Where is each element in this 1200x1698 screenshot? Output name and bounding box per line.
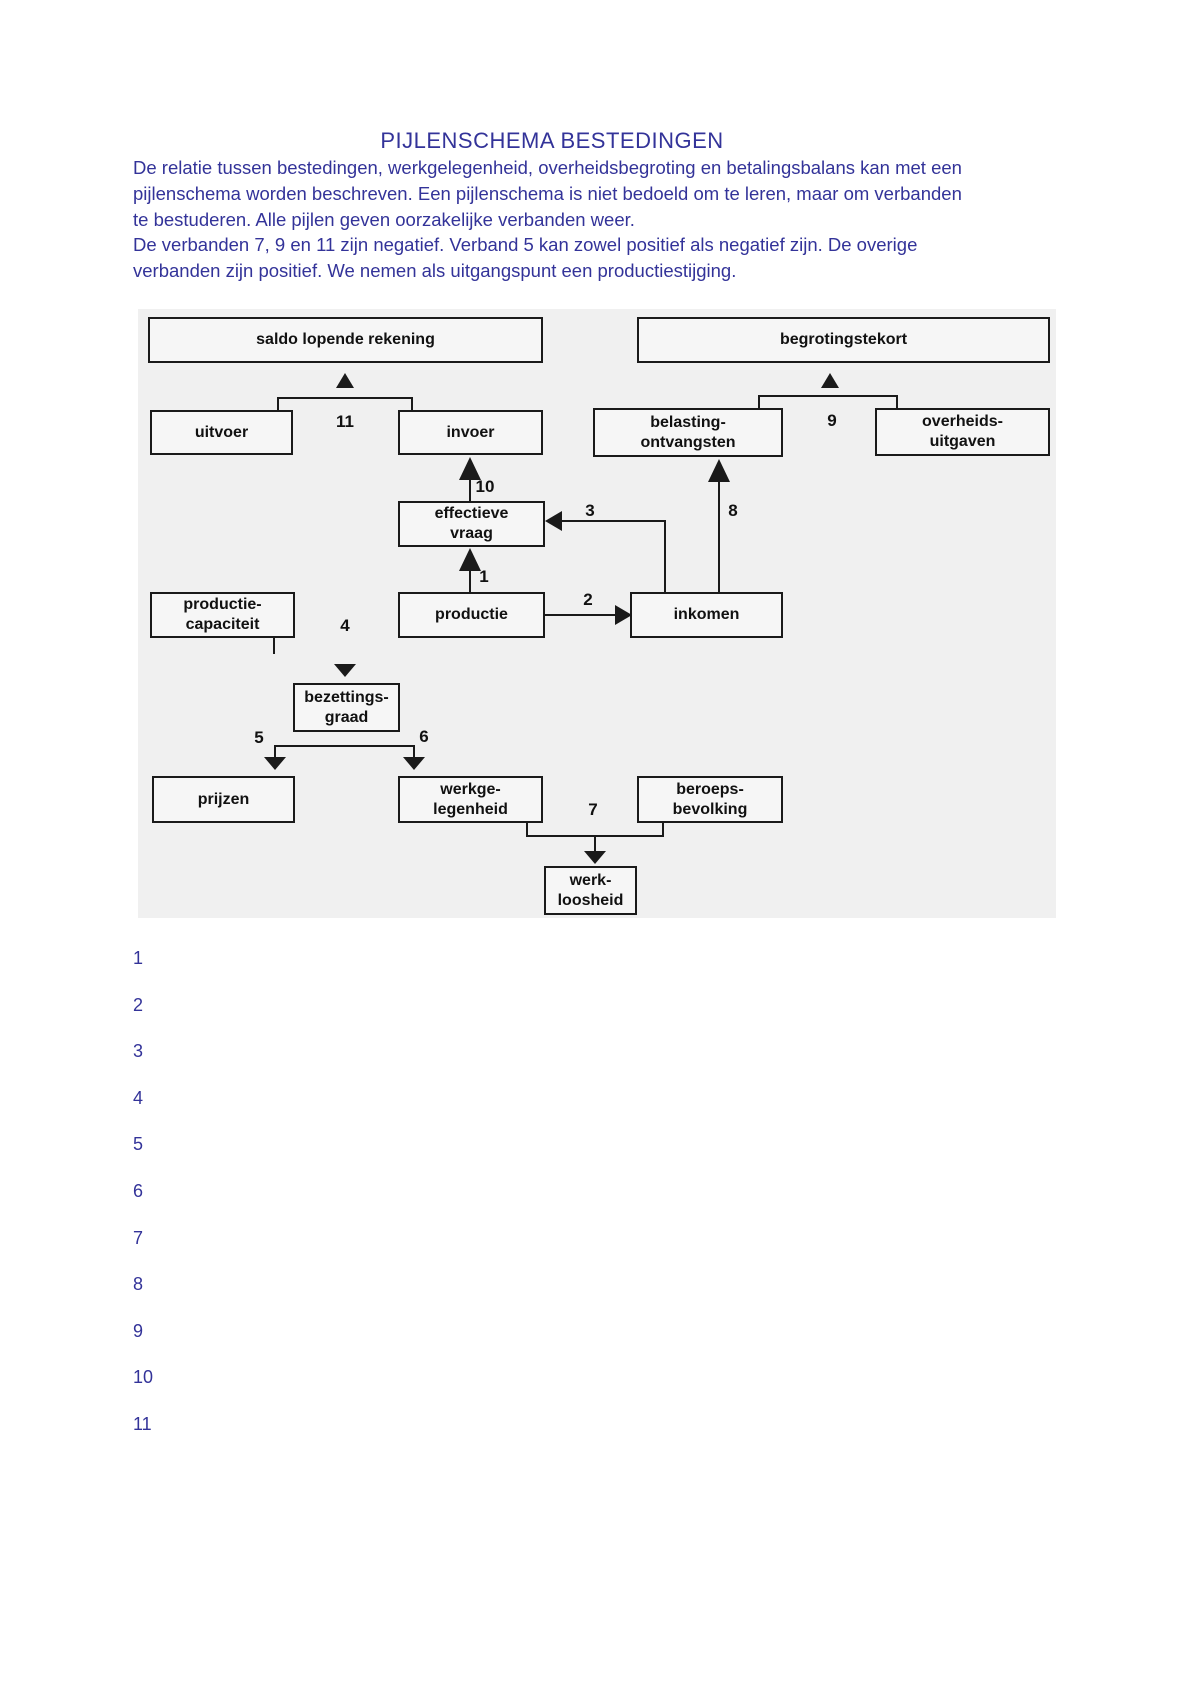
arrow-9-head-icon <box>821 373 839 388</box>
arrow-3-head-icon <box>545 511 562 531</box>
answer-list-number: 4 <box>133 1087 144 1108</box>
arrow-8-line <box>718 482 720 592</box>
answer-list-number: 10 <box>133 1367 154 1388</box>
diagram-canvas: saldo lopende rekening begrotingstekort … <box>138 309 1056 918</box>
box-productie: productie <box>398 592 545 638</box>
box-invoer: invoer <box>398 410 543 455</box>
arrow-7-right-drop <box>662 823 664 837</box>
box-beroepsbevolking: beroeps- bevolking <box>637 776 783 823</box>
arrow-3-line-horizontal <box>562 520 666 522</box>
arrow-label-5: 5 <box>254 728 264 747</box>
answer-list: 1 2 3 4 5 6 7 8 9 10 11 <box>133 948 153 1461</box>
box-werkgelegenheid: werkge- legenheid <box>398 776 543 823</box>
page-title: PIJLENSCHEMA BESTEDINGEN <box>380 128 724 153</box>
arrow-label-4: 4 <box>340 616 350 635</box>
arrow-10-line <box>469 480 471 501</box>
arrow-5-6-branch <box>274 745 415 747</box>
box-inkomen: inkomen <box>630 592 783 638</box>
box-werkloosheid: werk- loosheid <box>544 866 637 915</box>
arrow-label-1: 1 <box>479 567 489 586</box>
answer-list-number: 7 <box>133 1227 144 1248</box>
arrow-7-left-drop <box>526 823 528 837</box>
arrow-9-tick-left <box>758 395 760 409</box>
arrow-label-11: 11 <box>336 412 354 431</box>
arrow-9-bracket <box>758 395 898 397</box>
arrow-label-3: 3 <box>585 501 595 520</box>
arrow-10-head-icon <box>459 457 481 480</box>
arrow-11-bracket <box>277 397 413 399</box>
box-uitvoer: uitvoer <box>150 410 293 455</box>
arrow-label-2: 2 <box>583 590 593 609</box>
box-prijzen: prijzen <box>152 776 295 823</box>
box-productie-capaciteit: productie- capaciteit <box>150 592 295 638</box>
arrow-label-7: 7 <box>588 800 598 819</box>
arrow-7-bracket <box>526 835 664 837</box>
answer-list-number: 8 <box>133 1274 144 1295</box>
answer-list-number: 9 <box>133 1320 144 1341</box>
arrow-label-10: 10 <box>475 477 495 496</box>
box-overheids-uitgaven: overheids- uitgaven <box>875 408 1050 456</box>
arrow-11-head-icon <box>336 373 354 388</box>
arrow-1-head-icon <box>459 548 481 571</box>
arrow-6-line <box>413 745 415 757</box>
answer-list-number: 11 <box>133 1413 152 1434</box>
arrow-3-line-vertical <box>664 520 666 592</box>
arrow-6-head-icon <box>403 757 425 770</box>
arrow-11-tick-left <box>277 397 279 411</box>
arrow-4-tick <box>273 638 275 654</box>
box-begrotingstekort: begrotingstekort <box>637 317 1050 363</box>
arrow-label-9: 9 <box>827 411 837 430</box>
arrow-5-head-icon <box>264 757 286 770</box>
arrow-4-head-icon <box>334 664 356 677</box>
answer-list-number: 3 <box>133 1041 144 1062</box>
arrow-2-head-icon <box>615 605 632 625</box>
box-effectieve-vraag: effectieve vraag <box>398 501 545 547</box>
answer-list-number: 1 <box>133 948 144 968</box>
arrow-label-8: 8 <box>728 501 738 520</box>
box-belasting-ontvangsten: belasting- ontvangsten <box>593 408 783 457</box>
arrow-7-head-icon <box>584 851 606 864</box>
arrow-8-head-icon <box>708 459 730 482</box>
arrow-label-6: 6 <box>419 727 429 746</box>
answer-list-number: 5 <box>133 1134 144 1155</box>
arrow-11-tick-right <box>411 397 413 411</box>
arrow-9-tick-right <box>896 395 898 409</box>
box-bezettingsgraad: bezettings- graad <box>293 683 400 732</box>
arrow-5-line <box>274 745 276 757</box>
answer-list-number: 6 <box>133 1180 144 1201</box>
arrow-1-line <box>469 571 471 592</box>
arrow-2-line <box>545 614 617 616</box>
box-saldo-lopende-rekening: saldo lopende rekening <box>148 317 543 363</box>
arrow-7-center-line <box>594 837 596 851</box>
intro-text: De relatie tussen bestedingen, werkgeleg… <box>133 157 962 282</box>
answer-list-number: 2 <box>133 994 144 1015</box>
